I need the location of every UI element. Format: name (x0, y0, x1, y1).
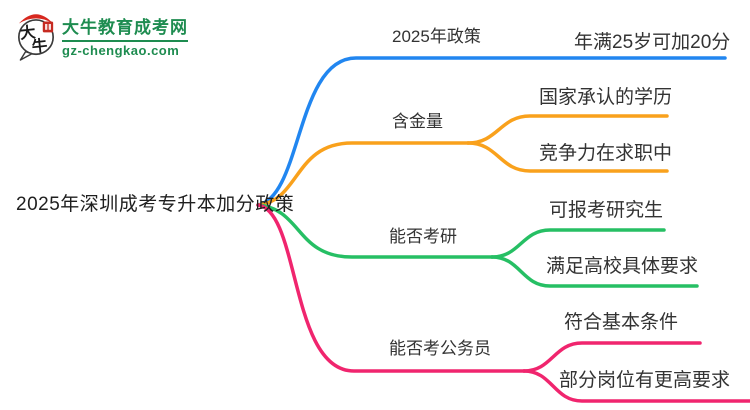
branch-4-label: 能否考公务员 (389, 339, 491, 358)
branch-3-leaf-1-line (490, 228, 666, 259)
branch-2-leaf-1-label: 国家承认的学历 (539, 87, 673, 108)
branch-2-leaf-2-line (466, 141, 669, 173)
logo-bubble-char-top: 大 (19, 22, 37, 43)
branch-3-leaf-2-line (490, 255, 699, 288)
branch-4-leaf-2-label: 部分岗位有更高要求 (559, 370, 731, 391)
branch-2-line (256, 141, 470, 207)
logo-calligraphy: 大 牛 (19, 22, 49, 57)
site-logo: 大 牛 大牛教育成考网 gz-chengkao.com (14, 9, 188, 61)
daniu-logo-icon: 大 牛 (18, 14, 54, 61)
branch-2-leaf-2-label: 竞争力在求职中 (539, 143, 673, 164)
logo-subtitle: gz-chengkao.com (62, 39, 188, 58)
logo-bubble-char-bottom: 牛 (31, 36, 49, 57)
logo-title: 大牛教育成考网 (62, 17, 188, 37)
logo-red-cap (18, 14, 54, 24)
branch-1-label: 2025年政策 (392, 27, 481, 46)
logo-seal (42, 21, 54, 33)
branch-4-line (256, 203, 526, 373)
branch-1-line (256, 56, 727, 207)
branch-2-leaf-1-line (466, 114, 669, 145)
root-node-label: 2025年深圳成考专升本加分政策 (16, 194, 295, 215)
logo-text-block: 大牛教育成考网 gz-chengkao.com (62, 13, 188, 58)
branch-1-leaf-1-label: 年满25岁可加20分 (574, 32, 731, 53)
logo-bubble-tail (19, 50, 33, 61)
branch-3-leaf-2-label: 满足高校具体要求 (546, 256, 699, 277)
branch-4-leaf-1-label: 符合基本条件 (564, 312, 679, 333)
branch-2-label: 含金量 (392, 112, 443, 131)
branch-4-leaf-2-line (522, 369, 750, 403)
branch-3-line (256, 203, 494, 259)
branch-4-leaf-1-line (522, 341, 702, 373)
branch-3-leaf-1-label: 可报考研究生 (549, 200, 664, 221)
branch-3-label: 能否考研 (389, 227, 457, 246)
